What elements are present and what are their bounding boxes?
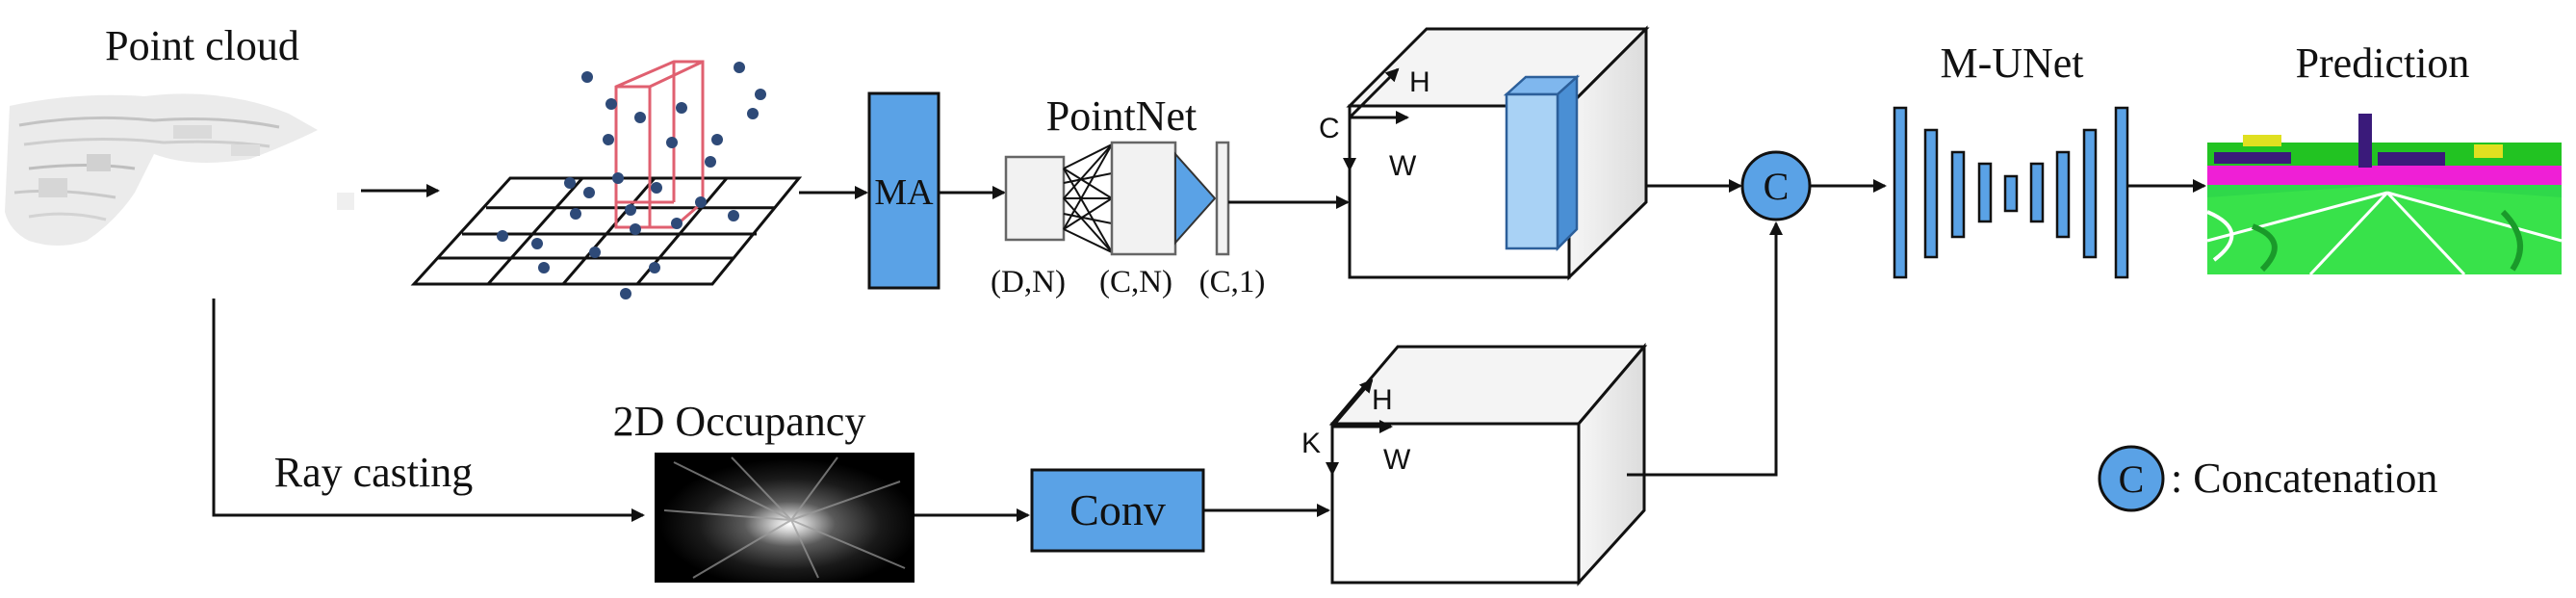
- prediction-title: Prediction: [2296, 39, 2470, 87]
- bottom-feature-cube: [1328, 342, 1648, 586]
- pointnet-feature-box: [1110, 141, 1177, 256]
- occupancy-image: [655, 453, 914, 583]
- concat-symbol: C: [1764, 165, 1790, 208]
- legend-text: : Concatenation: [2171, 455, 2437, 502]
- pillar-box: [614, 60, 705, 229]
- munet-bars: [1893, 106, 2129, 279]
- point-cloud-image: [5, 93, 354, 246]
- ma-block: [867, 91, 940, 290]
- point-dots: [497, 62, 766, 299]
- axis-h-bottom: H: [1372, 384, 1393, 416]
- arrow-ray-casting: [212, 299, 645, 522]
- dim-cn-label: (C,N): [1099, 265, 1172, 299]
- dim-c1-label: (C,1): [1199, 265, 1266, 299]
- prediction-image: [2206, 111, 2563, 276]
- legend-concat-icon: [2098, 445, 2165, 512]
- ray-casting-label: Ray casting: [274, 449, 474, 496]
- munet-title: M-UNet: [1940, 39, 2083, 87]
- pointnet-output-bar: [1215, 141, 1230, 256]
- axis-w-bottom: W: [1383, 444, 1411, 476]
- axis-h-top: H: [1409, 66, 1430, 98]
- pointnet-input-box: [1004, 155, 1066, 242]
- conv-block: [1030, 468, 1205, 553]
- axis-w-top: W: [1389, 150, 1417, 182]
- pointnet-connections: [1063, 143, 1113, 253]
- point-cloud-title: Point cloud: [105, 22, 299, 69]
- top-cube-axes: [1343, 67, 1409, 171]
- ma-label: MA: [874, 172, 934, 213]
- legend-symbol: C: [2119, 457, 2145, 501]
- occupancy-title: 2D Occupancy: [613, 398, 866, 445]
- top-cube-highlight: [1503, 74, 1581, 252]
- dim-dn-label: (D,N): [991, 265, 1066, 299]
- conv-label: Conv: [1069, 485, 1166, 534]
- pillar-grid: [410, 176, 803, 286]
- pointnet-title: PointNet: [1046, 92, 1197, 140]
- bottom-cube-axes: [1326, 378, 1393, 476]
- arrow-bottom-cube-to-concat: [1627, 221, 1783, 477]
- pointnet-maxpool: [1174, 151, 1217, 246]
- axis-c-label: C: [1319, 113, 1340, 144]
- axis-k-label: K: [1301, 428, 1321, 459]
